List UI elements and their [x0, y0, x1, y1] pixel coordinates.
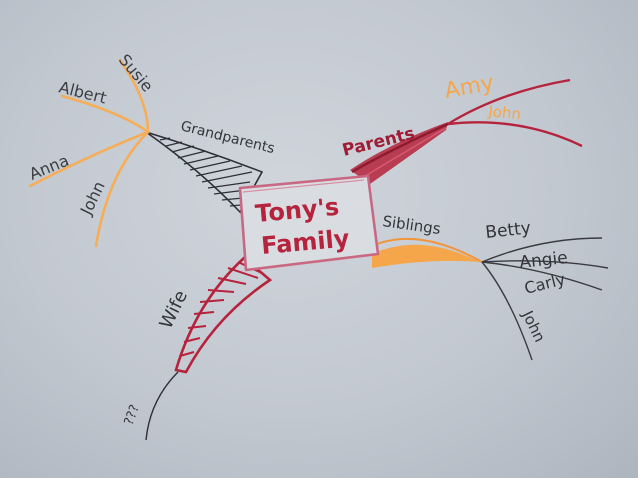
- grandparents-subbranches: [28, 58, 150, 248]
- parents-branch: [350, 78, 583, 184]
- wife-label: Wife: [156, 287, 192, 332]
- grandparent-anna: Anna: [26, 151, 71, 184]
- siblings-subbranches: [481, 237, 609, 361]
- parent-john: John: [487, 102, 522, 123]
- wife-sub-unknown: [145, 371, 179, 441]
- wife-branch: [145, 256, 273, 441]
- grandparents-hatching: [159, 137, 253, 207]
- grandparents-label: Grandparents: [179, 118, 276, 157]
- wife-unknown: ???: [122, 403, 143, 428]
- siblings-label: Siblings: [381, 212, 442, 238]
- sibling-betty: Betty: [484, 218, 531, 243]
- sibling-carly: Carly: [522, 269, 567, 297]
- siblings-branch: [371, 237, 483, 268]
- parent-amy: Amy: [443, 71, 496, 104]
- central-node: [238, 174, 380, 272]
- sibling-john: John: [518, 307, 549, 345]
- parents-sub-john: [447, 121, 583, 148]
- parents-sub-amy: [447, 78, 571, 126]
- wife-hatching: [179, 261, 265, 357]
